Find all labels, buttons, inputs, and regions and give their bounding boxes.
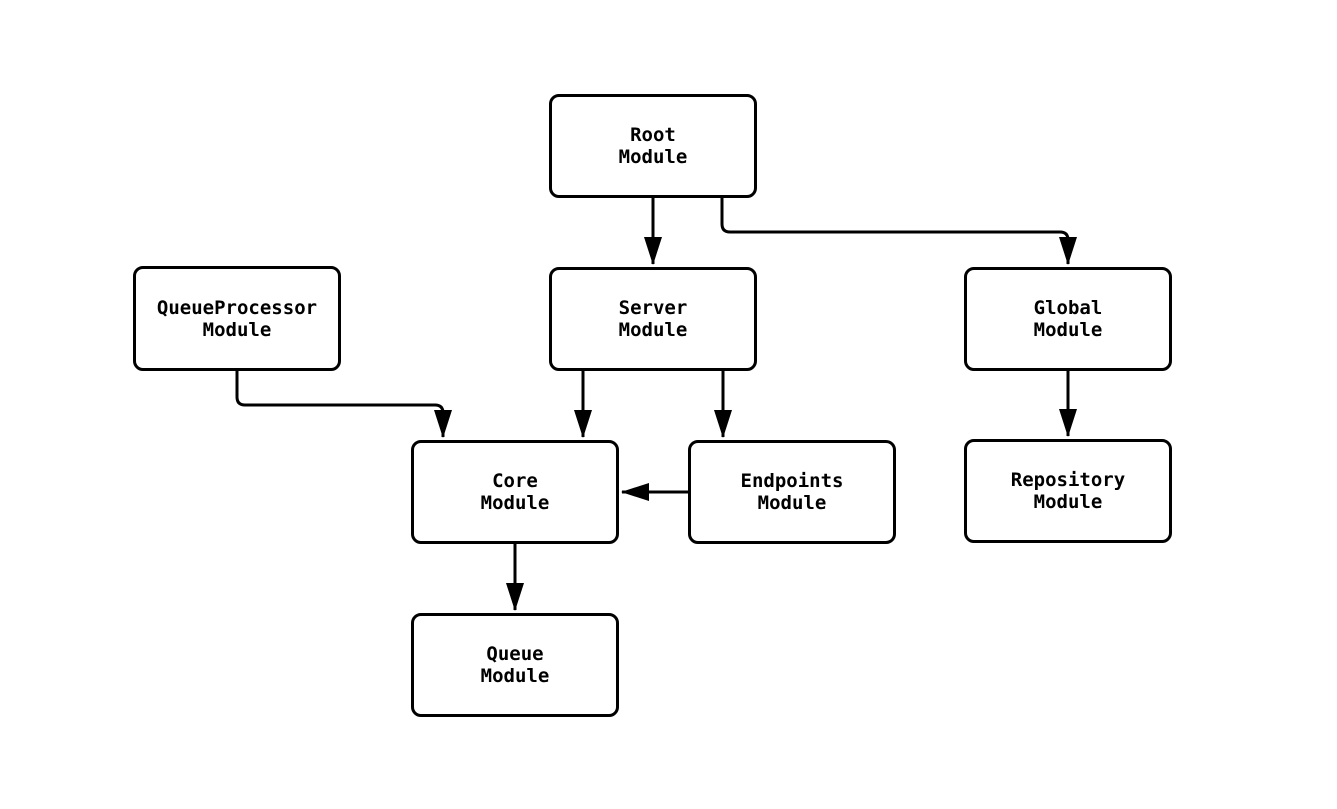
node-label-line: Module: [618, 146, 688, 168]
node-label-line: Module: [1033, 491, 1103, 513]
node-core-module: Core Module: [411, 440, 619, 544]
node-repository-module: Repository Module: [964, 439, 1172, 543]
node-label-line: Core: [492, 470, 538, 492]
node-label-line: Module: [202, 318, 272, 341]
node-root-module: Root Module: [549, 94, 757, 198]
node-label-line: Server: [618, 297, 688, 319]
node-label-line: QueueProcessor: [156, 296, 318, 319]
node-label-line: Repository: [1010, 469, 1126, 491]
node-label-line: Module: [1033, 319, 1103, 341]
edge-root-to-global: [720, 198, 1077, 265]
node-label-line: Global: [1033, 297, 1103, 319]
node-label-line: Queue: [486, 643, 544, 665]
node-global-module: Global Module: [964, 267, 1172, 371]
edge-queueprocessor-to-core: [235, 371, 452, 438]
node-label-line: Module: [757, 492, 827, 514]
node-server-module: Server Module: [549, 267, 757, 371]
node-endpoints-module: Endpoints Module: [688, 440, 896, 544]
node-label-line: Root: [630, 124, 676, 146]
node-label-line: Endpoints: [740, 470, 844, 492]
node-label-line: Module: [618, 319, 688, 341]
node-queue-module: Queue Module: [411, 613, 619, 717]
node-queueprocessor-module: QueueProcessor Module: [133, 266, 341, 371]
node-label-line: Module: [480, 492, 550, 514]
node-label-line: Module: [480, 665, 550, 687]
